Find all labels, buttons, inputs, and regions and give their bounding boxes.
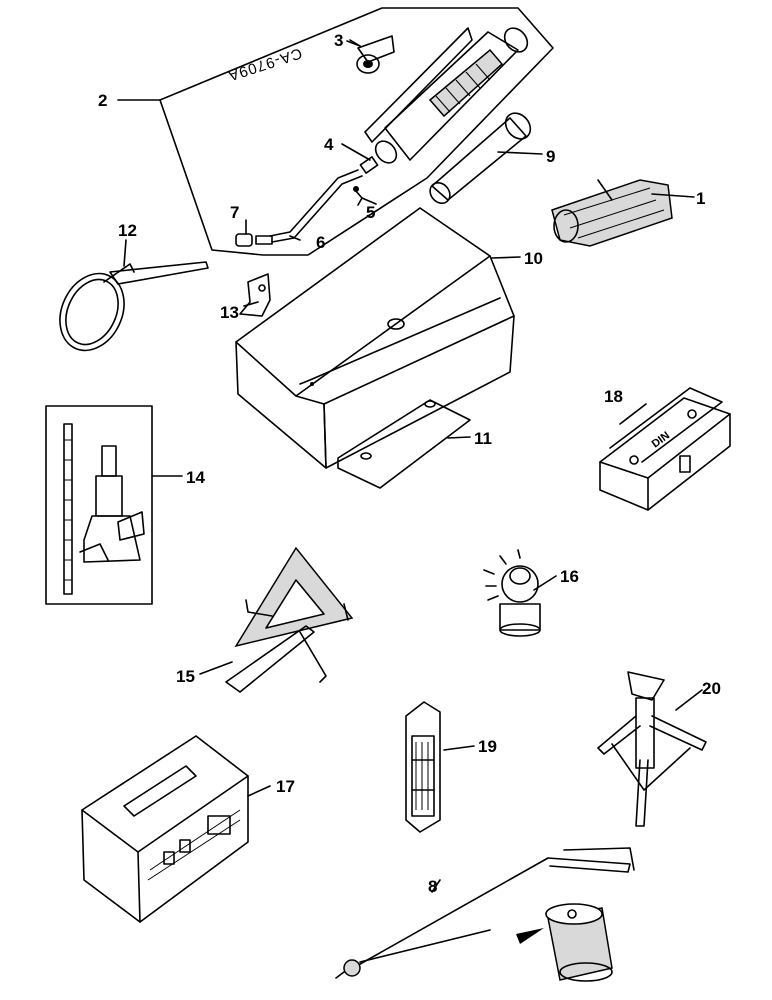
callout-14: 14: [186, 468, 205, 487]
bottle-jack-drawing: [45, 405, 153, 605]
axle-stand-drawing: [597, 671, 707, 827]
battery-charger-drawing: [81, 735, 249, 923]
oil-filter-drawing: [545, 903, 613, 982]
callout-9: 9: [546, 147, 555, 166]
callout-6: 6: [316, 233, 325, 252]
callout-16: 16: [560, 567, 579, 586]
case-marking: DIN: [650, 430, 672, 451]
callout-4: 4: [324, 135, 334, 154]
callout-1: 1: [696, 189, 705, 208]
callout-12: 12: [118, 221, 137, 240]
callout-10: 10: [524, 249, 543, 268]
callout-19: 19: [478, 737, 497, 756]
leader-lines: [123, 39, 703, 893]
callout-20: 20: [702, 679, 721, 698]
callout-3: 3: [334, 31, 343, 50]
callout-5: 5: [366, 203, 375, 222]
tool-roll-drawing: [551, 179, 673, 247]
callout-11: 11: [474, 429, 492, 448]
callout-2: 2: [98, 91, 107, 110]
filter-wrench-drawing: [335, 847, 635, 979]
callout-17: 17: [276, 777, 295, 796]
callout-7: 7: [230, 203, 239, 222]
tube-drawing: [429, 112, 532, 205]
warning-triangle-drawing: [225, 546, 354, 693]
grease-gun-drawing: [235, 27, 529, 247]
tool-cover-drawing: [235, 207, 515, 469]
callout-18: 18: [604, 387, 623, 406]
bulb-pack-drawing: [405, 701, 441, 833]
warning-lamp-drawing: [483, 549, 541, 637]
callout-13: 13: [220, 303, 239, 322]
callout-8: 8: [428, 877, 437, 896]
bracket-drawing: [239, 273, 271, 317]
callout-15: 15: [176, 667, 195, 686]
callout-labels: 1 2 3 4 5 6 7 8 9 10 11 12 13 14 15 16 1…: [98, 31, 721, 896]
din-case-drawing: DIN: [599, 387, 731, 511]
base-plate-drawing: [337, 399, 471, 489]
figure-code: CA-9709A: [225, 44, 304, 84]
strap-wrench-drawing: [59, 261, 209, 352]
